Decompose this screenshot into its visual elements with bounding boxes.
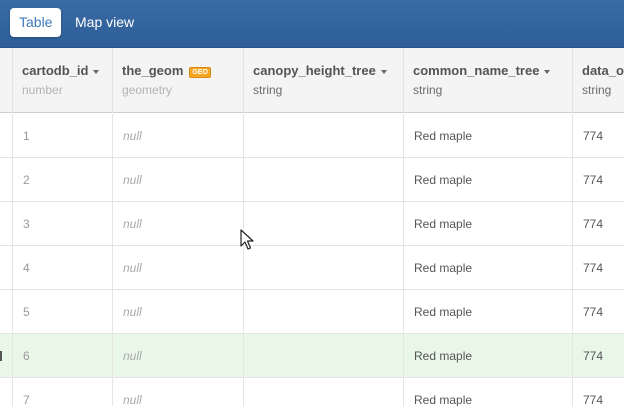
row-selector[interactable] bbox=[0, 290, 12, 334]
table-cell[interactable]: 5 bbox=[12, 290, 112, 334]
column-header-data-o[interactable]: data_o string bbox=[572, 48, 624, 113]
table-cell[interactable] bbox=[243, 114, 403, 158]
column-type: number bbox=[22, 83, 63, 97]
table-cell[interactable]: 4 bbox=[12, 246, 112, 290]
table-cell[interactable]: 774 bbox=[572, 114, 624, 158]
table-cell[interactable]: Red maple bbox=[403, 202, 572, 246]
table-cell[interactable]: Red maple bbox=[403, 114, 572, 158]
column-name: common_name_tree bbox=[413, 63, 540, 78]
table-cell[interactable] bbox=[243, 246, 403, 290]
table-cell[interactable] bbox=[243, 378, 403, 406]
table-cell[interactable]: null bbox=[112, 334, 243, 378]
top-navigation-bar: Table Map view bbox=[0, 0, 624, 48]
chevron-down-icon[interactable] bbox=[380, 69, 387, 74]
table-cell[interactable]: 7 bbox=[12, 378, 112, 406]
column-name: the_geom bbox=[122, 63, 184, 78]
table-cell[interactable]: 774 bbox=[572, 290, 624, 334]
row-selector[interactable] bbox=[0, 378, 12, 406]
column-type: string bbox=[582, 83, 612, 97]
table-cell[interactable]: null bbox=[112, 378, 243, 406]
row-selector[interactable] bbox=[0, 114, 12, 158]
tab-map-view[interactable]: Map view bbox=[75, 14, 135, 30]
table-cell[interactable]: 2 bbox=[12, 158, 112, 202]
chevron-down-icon[interactable] bbox=[93, 69, 100, 74]
table-cell[interactable] bbox=[243, 158, 403, 202]
geo-badge: GEO bbox=[189, 67, 211, 78]
column-type: geometry bbox=[122, 83, 173, 97]
table-cell[interactable]: 1 bbox=[12, 114, 112, 158]
column-name: cartodb_id bbox=[22, 63, 89, 78]
table-cell[interactable]: Red maple bbox=[403, 290, 572, 334]
table-cell[interactable]: 774 bbox=[572, 246, 624, 290]
table-cell[interactable]: null bbox=[112, 202, 243, 246]
column-header-canopy-height-tree[interactable]: canopy_height_tree string bbox=[243, 48, 403, 113]
data-table: cartodb_id number the_geom GEO geometry c… bbox=[0, 48, 624, 406]
table-cell[interactable]: 774 bbox=[572, 202, 624, 246]
table-cell[interactable] bbox=[243, 290, 403, 334]
row-selector[interactable] bbox=[0, 246, 12, 290]
table-cell[interactable]: null bbox=[112, 246, 243, 290]
column-name: data_o bbox=[582, 63, 624, 78]
column-header-cartodb-id[interactable]: cartodb_id number bbox=[12, 48, 112, 113]
chevron-down-icon[interactable] bbox=[544, 69, 551, 74]
table-cell[interactable] bbox=[243, 334, 403, 378]
table-cell[interactable]: Red maple bbox=[403, 158, 572, 202]
table-cell[interactable]: null bbox=[112, 114, 243, 158]
table-cell[interactable]: 774 bbox=[572, 334, 624, 378]
row-selector[interactable] bbox=[0, 158, 12, 202]
mouse-pointer-icon bbox=[240, 229, 254, 250]
row-selector[interactable] bbox=[0, 202, 12, 246]
table-cell[interactable]: Red maple bbox=[403, 246, 572, 290]
row-selector[interactable] bbox=[0, 334, 12, 378]
table-cell[interactable]: Red maple bbox=[403, 378, 572, 406]
row-marker bbox=[0, 351, 2, 361]
column-type: string bbox=[253, 83, 283, 97]
tab-table[interactable]: Table bbox=[10, 8, 62, 37]
table-cell[interactable]: 774 bbox=[572, 378, 624, 406]
table-cell[interactable]: 774 bbox=[572, 158, 624, 202]
table-cell[interactable]: null bbox=[112, 158, 243, 202]
table-header: cartodb_id number the_geom GEO geometry c… bbox=[0, 48, 624, 113]
table-cell[interactable]: Red maple bbox=[403, 334, 572, 378]
table-cell[interactable] bbox=[243, 202, 403, 246]
column-type: string bbox=[413, 83, 443, 97]
column-header-the-geom[interactable]: the_geom GEO geometry bbox=[112, 48, 243, 113]
table-cell[interactable]: null bbox=[112, 290, 243, 334]
table-cell[interactable]: 3 bbox=[12, 202, 112, 246]
table-cell[interactable]: 6 bbox=[12, 334, 112, 378]
column-name: canopy_height_tree bbox=[253, 63, 376, 78]
row-selector-header bbox=[0, 48, 12, 113]
column-header-common-name-tree[interactable]: common_name_tree string bbox=[403, 48, 572, 113]
